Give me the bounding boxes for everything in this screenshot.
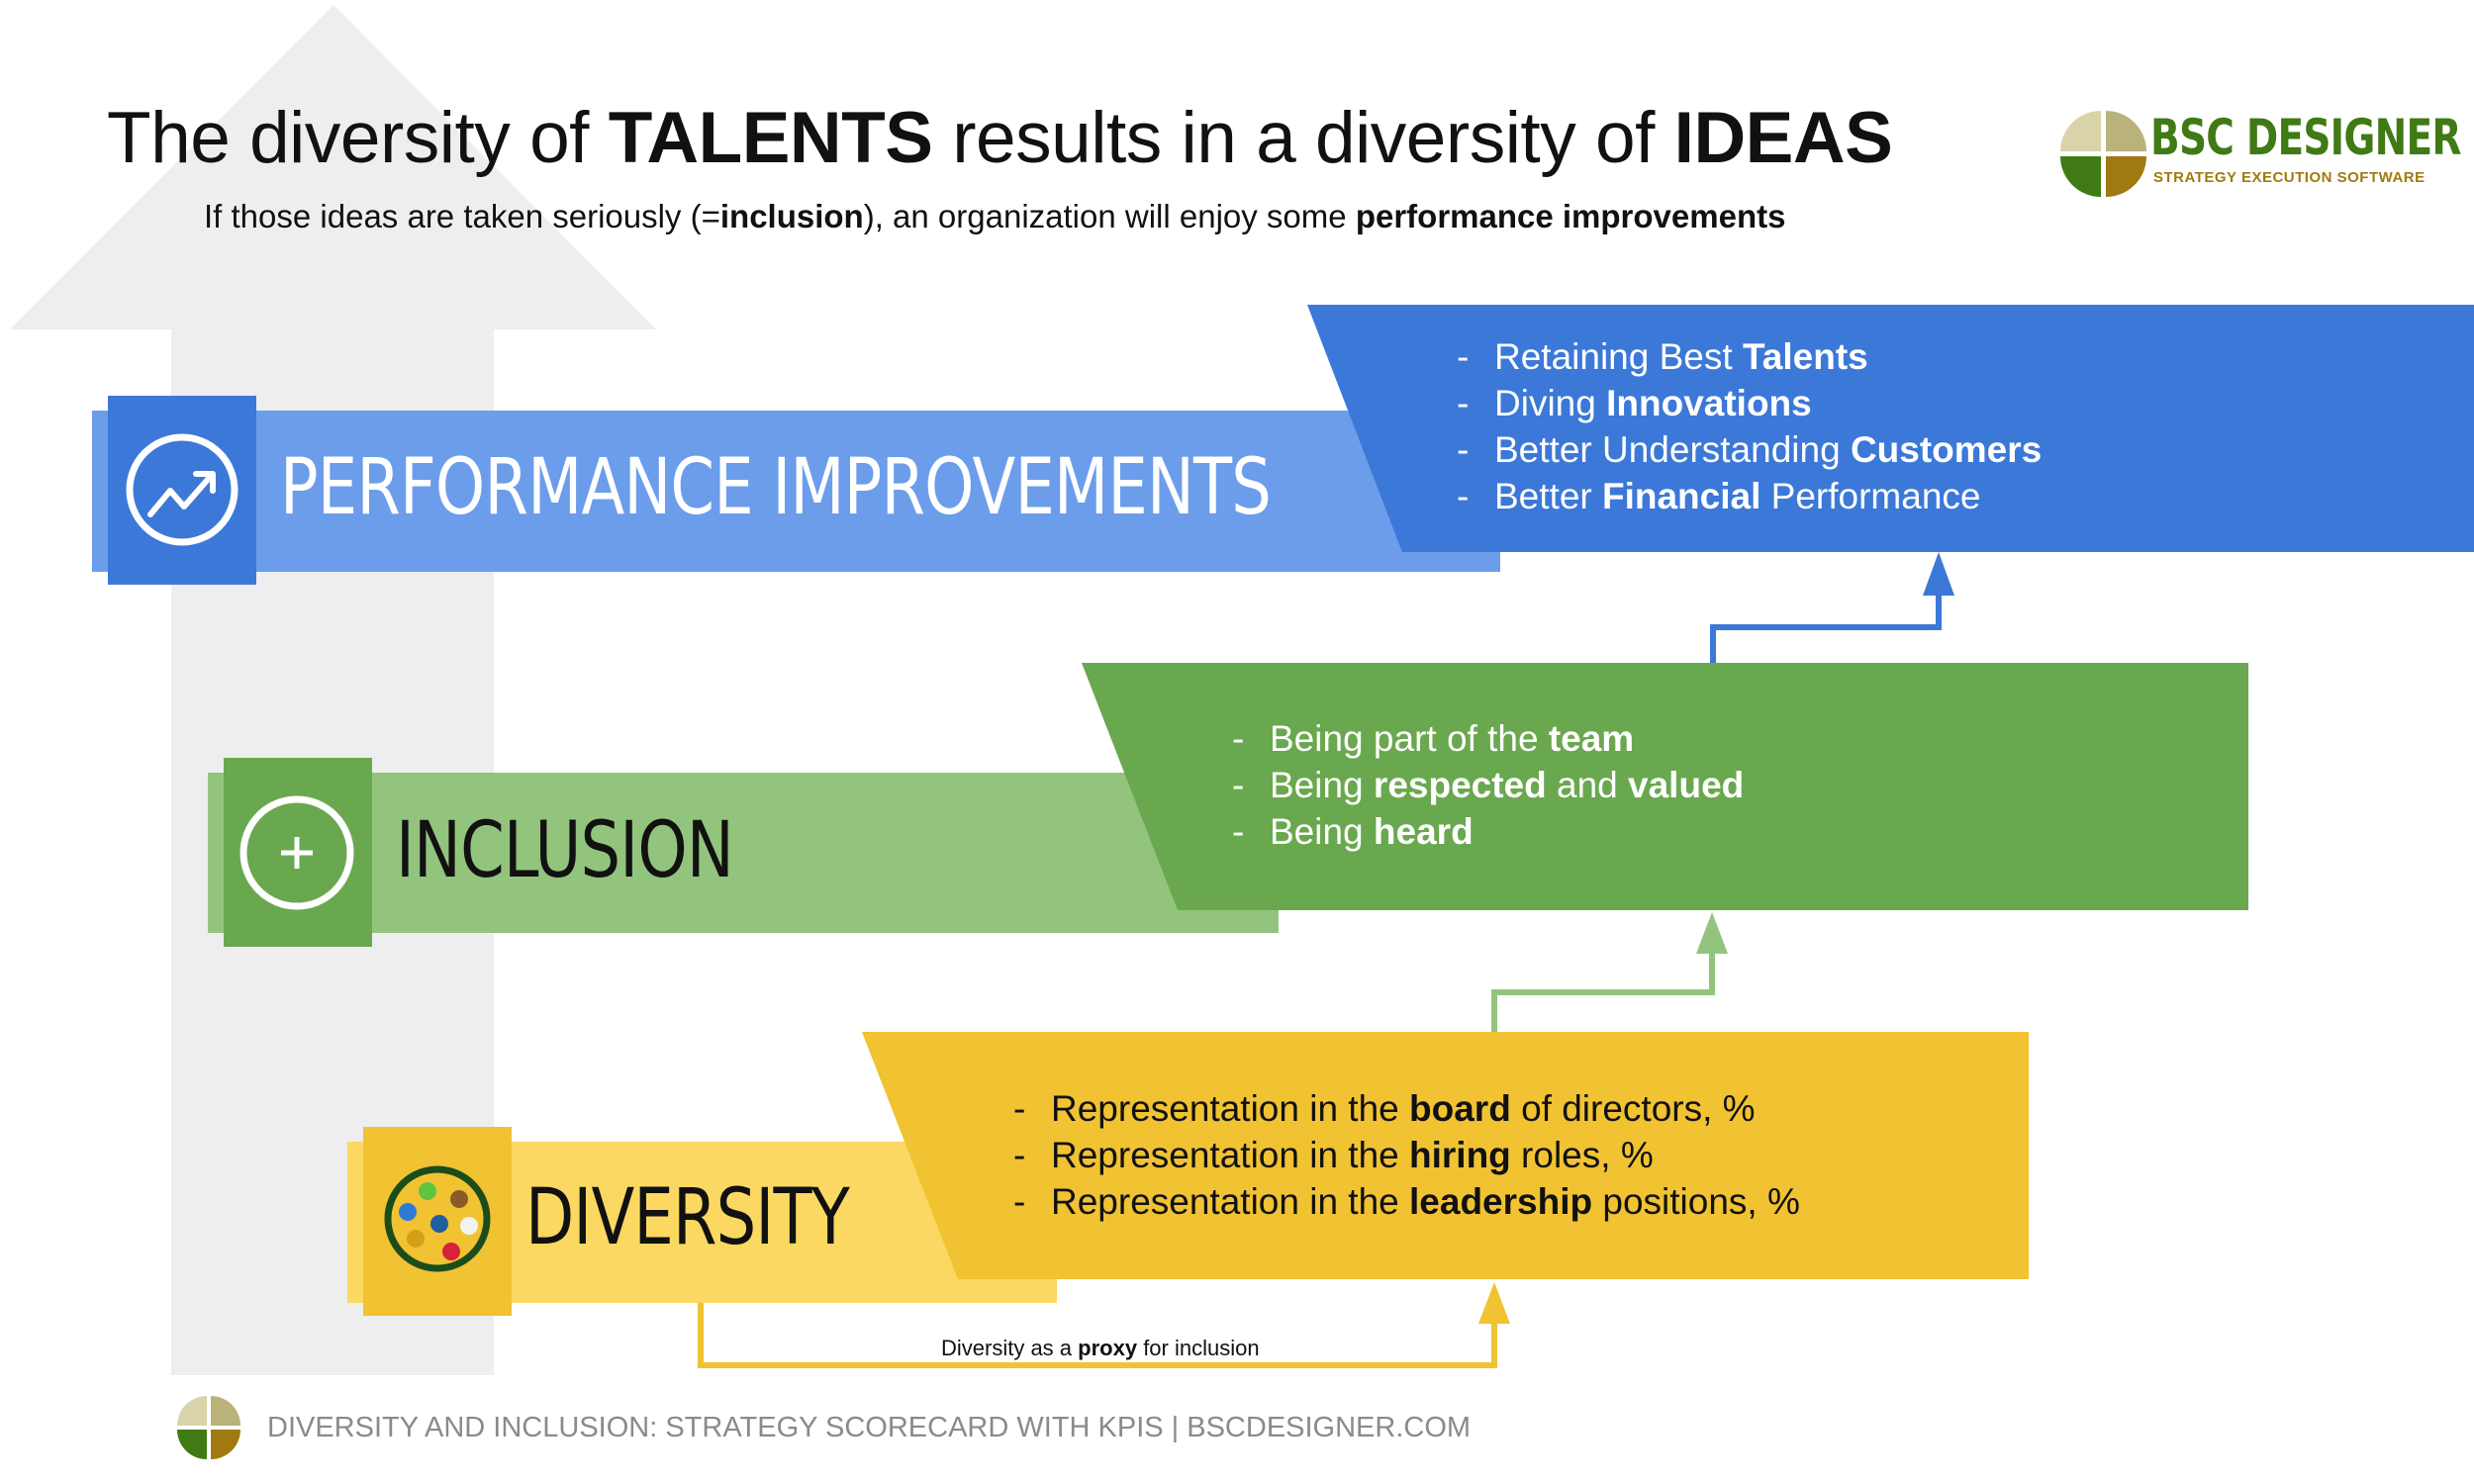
performance-bullet-run: Innovations <box>1606 383 1812 423</box>
inclusion-bullet-run: and <box>1546 765 1629 805</box>
connector-diversity-to-inclusion <box>1491 945 1715 1032</box>
performance-bullet-item: -Retaining Best Talents <box>1457 333 2042 380</box>
bullet-dash: - <box>1457 383 1470 423</box>
proxy-note-run: proxy <box>1078 1336 1138 1360</box>
inclusion-bullet-item: -Being heard <box>1232 808 1744 855</box>
diversity-bullet-run: of directors, % <box>1510 1088 1756 1129</box>
bullet-dash: - <box>1457 429 1470 470</box>
performance-bullets: -Retaining Best Talents-Diving Innovatio… <box>1457 333 2042 519</box>
connector-arrowhead-green <box>1696 912 1728 954</box>
diversity-box <box>862 1032 2029 1279</box>
inclusion-bullet-run: respected <box>1373 765 1547 805</box>
proxy-note: Diversity as a proxy for inclusion <box>941 1336 1260 1361</box>
performance-bullet-run: Better Understanding <box>1494 429 1851 470</box>
page-subtitle: If those ideas are taken seriously (=inc… <box>204 198 1785 235</box>
diversity-bullet-run: hiring <box>1409 1135 1511 1175</box>
inclusion-bullet-item: -Being respected and valued <box>1232 762 1744 808</box>
title-run: IDEAS <box>1673 98 1893 178</box>
bullet-dash: - <box>1013 1088 1026 1129</box>
title-run: results in a diversity of <box>932 98 1674 178</box>
subtitle-run: performance improvements <box>1355 198 1786 234</box>
bullet-dash: - <box>1232 765 1245 805</box>
diversity-bullet-run: Representation in the <box>1051 1181 1410 1222</box>
proxy-arrowhead <box>1478 1282 1510 1324</box>
performance-band <box>92 411 1500 572</box>
inclusion-bullet-run: Being <box>1270 765 1374 805</box>
diversity-bullet-item: -Representation in the board of director… <box>1013 1085 1800 1132</box>
subtitle-run: ), an organization will enjoy some <box>863 198 1356 234</box>
footer-text: DIVERSITY AND INCLUSION: STRATEGY SCOREC… <box>267 1412 1472 1443</box>
diversity-bullet-item: -Representation in the leadership positi… <box>1013 1178 1800 1225</box>
bullet-dash: - <box>1013 1135 1026 1175</box>
inclusion-label: INCLUSION <box>396 806 734 895</box>
proxy-connector <box>698 1303 1497 1368</box>
bullet-dash: - <box>1457 336 1470 377</box>
performance-bullet-run: Customers <box>1850 429 2043 470</box>
performance-bullet-run: Retaining Best <box>1494 336 1743 377</box>
connector-arrowhead-blue <box>1923 552 1954 596</box>
bullet-dash: - <box>1232 811 1245 852</box>
subtitle-run: inclusion <box>719 198 864 234</box>
logo-icon <box>2060 111 2146 197</box>
diversity-bullet-run: leadership <box>1409 1181 1593 1222</box>
diversity-bullet-item: -Representation in the hiring roles, % <box>1013 1132 1800 1178</box>
footer-logo-icon <box>177 1396 240 1459</box>
title-run: The diversity of <box>107 98 609 178</box>
page-title: The diversity of TALENTS results in a di… <box>107 97 1893 179</box>
logo-tagline: STRATEGY EXECUTION SOFTWARE <box>2153 169 2426 186</box>
inclusion-bullet-item: -Being part of the team <box>1232 715 1744 762</box>
performance-bullet-run: Talents <box>1742 336 1868 377</box>
inclusion-bullets: -Being part of the team-Being respected … <box>1232 715 1744 855</box>
diversity-bullet-run: Representation in the <box>1051 1088 1410 1129</box>
title-run: TALENTS <box>608 98 933 178</box>
performance-bullet-run: Financial <box>1602 476 1761 516</box>
big-up-arrow <box>10 5 656 1375</box>
diversity-bullet-run: positions, % <box>1592 1181 1800 1222</box>
inclusion-band <box>208 773 1279 933</box>
proxy-note-run: Diversity as a <box>941 1336 1079 1360</box>
inclusion-bullet-run: heard <box>1373 811 1474 852</box>
performance-bullet-run: Better <box>1494 476 1602 516</box>
logo-name: BSC DESIGNER <box>2150 109 2461 166</box>
palette-icon <box>384 1165 491 1272</box>
performance-bullet-run: Diving <box>1494 383 1607 423</box>
diversity-bullet-run: board <box>1409 1088 1511 1129</box>
inclusion-bullet-run: team <box>1548 718 1635 759</box>
performance-bullet-item: -Better Financial Performance <box>1457 473 2042 519</box>
subtitle-run: If those ideas are taken seriously (= <box>204 198 720 234</box>
diversity-bullets: -Representation in the board of director… <box>1013 1085 1800 1225</box>
performance-bullet-item: -Better Understanding Customers <box>1457 426 2042 473</box>
inclusion-bullet-run: Being <box>1270 811 1374 852</box>
diversity-bullet-run: roles, % <box>1510 1135 1654 1175</box>
connector-inclusion-to-performance <box>1710 586 1942 663</box>
bullet-dash: - <box>1457 476 1470 516</box>
inclusion-bullet-run: valued <box>1628 765 1745 805</box>
plus-icon <box>239 795 354 910</box>
inclusion-bullet-run: Being part of the <box>1270 718 1549 759</box>
trend-up-icon <box>126 433 238 546</box>
bullet-dash: - <box>1232 718 1245 759</box>
inclusion-box <box>1082 663 2248 910</box>
diversity-label: DIVERSITY <box>525 1173 850 1262</box>
proxy-note-run: for inclusion <box>1137 1336 1260 1360</box>
bullet-dash: - <box>1013 1181 1026 1222</box>
diversity-bullet-run: Representation in the <box>1051 1135 1410 1175</box>
performance-label: PERFORMANCE IMPROVEMENTS <box>280 443 1272 532</box>
performance-box <box>1307 305 2474 552</box>
performance-bullet-item: -Diving Innovations <box>1457 380 2042 426</box>
performance-bullet-run: Performance <box>1760 476 1981 516</box>
